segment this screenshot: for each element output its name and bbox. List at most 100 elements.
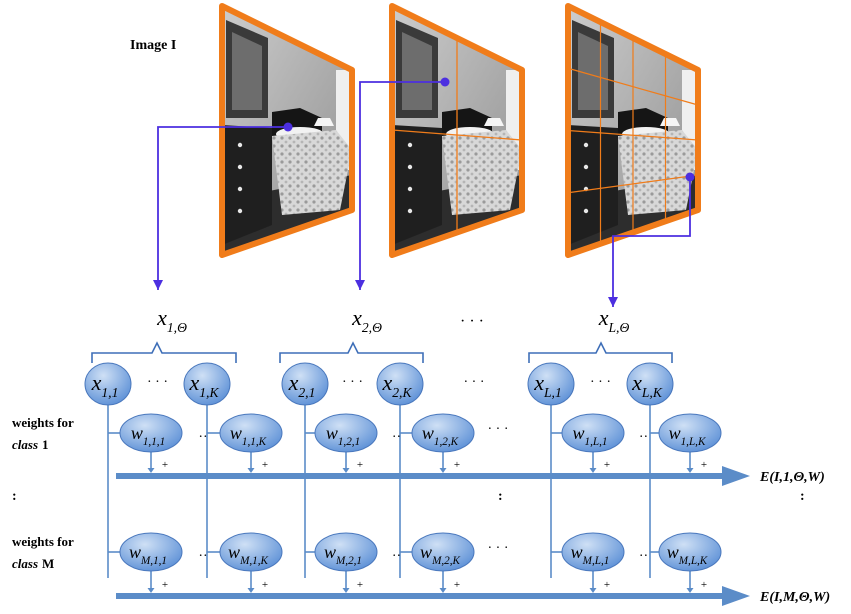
grid-4x4	[567, 22, 699, 244]
feature-group-1: x1,Θ	[91, 305, 237, 363]
plus-sign: +	[454, 579, 460, 591]
class-word: class	[12, 556, 38, 571]
arrow-icon	[342, 588, 350, 593]
weight-node: w1,1,K	[219, 413, 283, 453]
feature-node-label-base: x	[381, 370, 392, 395]
weight-node: wM,L,K	[658, 532, 722, 572]
weight-node-label: w1,2,K	[422, 423, 459, 448]
dresser	[568, 125, 618, 245]
weight-node-shape	[658, 413, 722, 453]
weight-node-label-base: w	[571, 542, 583, 562]
plus-sign: +	[357, 459, 363, 471]
class-word: class	[12, 437, 38, 452]
plus-sign: +	[162, 459, 168, 471]
drawer-knob	[407, 186, 413, 192]
feature-group-label-base: x	[598, 305, 609, 330]
image-panel-2	[389, 3, 525, 258]
group-ellipsis: · · ·	[488, 422, 509, 437]
connector-path	[612, 177, 691, 307]
weight-ellipsis: ··	[639, 430, 648, 445]
arrow-icon	[686, 588, 694, 593]
plus-sign: +	[701, 579, 707, 591]
feature-node-label-sub: 1,1	[101, 385, 118, 400]
weight-node-label-sub: 1,2,1	[338, 436, 360, 448]
group-ellipsis: · · ·	[488, 541, 509, 556]
drawer-knob	[407, 142, 413, 148]
brace-icon	[279, 341, 424, 363]
feature-node-label-sub: L,1	[543, 385, 562, 400]
quilt	[618, 130, 698, 215]
class-value: 1	[42, 437, 49, 452]
arrow-icon	[589, 588, 597, 593]
weight-node-label: w1,1,K	[230, 423, 267, 448]
weight-node-label-sub: M,1,1	[140, 555, 167, 567]
feature-node-label-base: x	[631, 370, 642, 395]
feature-node: xL,K	[626, 362, 674, 406]
grid-line	[567, 67, 699, 106]
dresser	[392, 125, 442, 245]
arrow-icon	[147, 468, 155, 473]
weight-node: wM,L,1	[561, 532, 625, 572]
energy-label: E(I,1,Θ,W)	[759, 470, 825, 485]
energy-label: E(I,M,Θ,W)	[759, 590, 830, 605]
weight-node-label-sub: M,2,1	[335, 555, 362, 567]
weight-node: w1,L,1	[561, 413, 625, 453]
weight-node-shape	[411, 413, 475, 453]
feature-node: x2,K	[376, 362, 424, 406]
arrow-icon	[342, 468, 350, 473]
weight-links	[107, 405, 694, 593]
mirror-glass	[232, 32, 262, 110]
drawer-knob	[407, 208, 413, 214]
plus-sign: +	[162, 579, 168, 591]
arrow-icon	[686, 468, 694, 473]
arrow-icon	[439, 468, 447, 473]
sample-point	[283, 122, 293, 132]
plus-sign: +	[604, 579, 610, 591]
image-panel-3	[565, 3, 701, 258]
weight-ellipsis: ··	[198, 549, 207, 564]
weight-node: w1,2,1	[314, 413, 378, 453]
weight-node-shape	[658, 532, 722, 572]
weight-node-label-sub: M,L,K	[678, 555, 708, 567]
feature-node-label: x1,K	[188, 370, 219, 400]
weight-node-shape	[119, 532, 183, 572]
grid-line	[391, 129, 523, 141]
weight-node: wM,2,1	[314, 532, 378, 572]
drawer-knob	[237, 208, 243, 214]
feature-group-label-base: x	[156, 305, 167, 330]
weight-ellipsis: ··	[392, 549, 401, 564]
weight-node-label-base: w	[131, 423, 143, 443]
weight-node-label-base: w	[324, 542, 336, 562]
feature-group-3: xL,Θ	[528, 305, 673, 363]
node-ellipsis: · · ·	[590, 375, 611, 390]
weight-node-shape	[219, 532, 283, 572]
weight-node-shape	[411, 532, 475, 572]
weight-node-shape	[119, 413, 183, 453]
feature-group-label-sub: 1,Θ	[167, 320, 187, 335]
group-ellipsis: · · ·	[464, 375, 485, 390]
weight-node-label-base: w	[422, 423, 434, 443]
weight-node: wM,1,1	[119, 532, 183, 572]
class-label-line1: weights for	[12, 415, 74, 430]
feature-node: xL,1	[527, 362, 575, 406]
weight-node: w1,2,K	[411, 413, 475, 453]
weight-node-label: wM,2,K	[420, 542, 460, 567]
drawer-knob	[583, 208, 589, 214]
feature-node: x2,1	[281, 362, 329, 406]
weight-node-shape	[219, 413, 283, 453]
plus-sign: +	[262, 579, 268, 591]
feature-node-label: x2,K	[381, 370, 412, 400]
weight-node-label-sub: 1,L,K	[681, 436, 706, 448]
mirror-glass	[402, 32, 432, 110]
weight-node-label-sub: M,L,1	[582, 555, 610, 567]
weight-node-label-sub: 1,2,K	[434, 436, 459, 448]
feature-node-label: x2,1	[288, 370, 316, 400]
connector-line	[355, 77, 450, 290]
weight-node: wM,2,K	[411, 532, 475, 572]
connector-path	[359, 81, 445, 290]
feature-node-shape	[376, 362, 424, 406]
feature-node: x1,1	[84, 362, 132, 406]
